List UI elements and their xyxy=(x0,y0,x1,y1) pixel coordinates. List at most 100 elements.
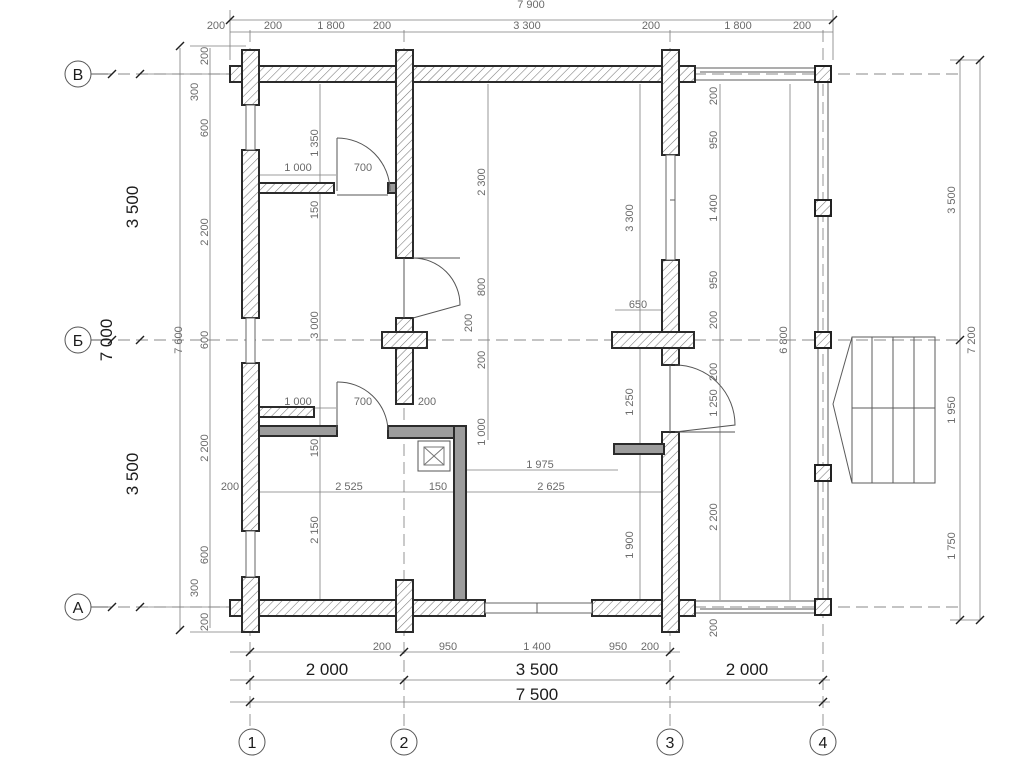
dim-left: 600 xyxy=(199,119,211,137)
dim-left: 600 xyxy=(199,546,211,564)
dim-axis-span: 3 500 xyxy=(123,453,142,496)
dim-interior: 200 xyxy=(476,351,488,369)
dim-top: 200 xyxy=(264,20,282,32)
dim-left: 200 xyxy=(199,47,211,65)
dim-left: 600 xyxy=(199,331,211,349)
dim-left: 300 xyxy=(189,83,201,101)
dim-interior: 1 900 xyxy=(624,531,636,559)
dim-left: 2 200 xyxy=(199,218,211,246)
dim-right: 2 200 xyxy=(708,503,720,531)
dim-interior: 2 525 xyxy=(335,481,363,493)
dim-interior: 700 xyxy=(354,162,372,174)
dim-interior: 800 xyxy=(476,278,488,296)
dim-interior: 650 xyxy=(629,299,647,311)
walls xyxy=(229,49,696,633)
post-top xyxy=(814,65,832,83)
dim-interior: 1 975 xyxy=(526,459,554,471)
dim-right: 200 xyxy=(708,311,720,329)
dim-right-overall: 7 200 xyxy=(966,326,978,354)
partitions xyxy=(258,182,665,601)
dim-interior: 150 xyxy=(309,439,321,457)
dim-right: 200 xyxy=(708,363,720,381)
dim-right: 1 750 xyxy=(946,532,958,560)
dim-axis-span: 3 500 xyxy=(123,186,142,229)
dim-axis-span: 3 500 xyxy=(516,660,559,679)
post-bottom xyxy=(814,598,832,616)
dim-bottom: 200 xyxy=(373,641,391,653)
dim-top: 200 xyxy=(207,20,225,32)
dim-bottom: 950 xyxy=(609,641,627,653)
terrace xyxy=(674,65,832,616)
dim-axis-span: 2 000 xyxy=(726,660,769,679)
col-axis-3: 3 xyxy=(656,728,684,756)
col-axis-2: 2 xyxy=(390,728,418,756)
dim-right-inner: 6 800 xyxy=(778,326,790,354)
right-dimensions: 7 200 3 500 1 950 1 750 6 800 200 950 1 … xyxy=(708,87,978,637)
dim-outer: 7 600 xyxy=(173,326,185,354)
dim-interior: 1 250 xyxy=(624,388,636,416)
stairs xyxy=(832,336,936,484)
dim-right: 950 xyxy=(708,271,720,289)
row-axis-б: Б xyxy=(64,326,92,354)
bottom-dimensions: 200 950 1 400 950 200 2 000 3 500 2 000 … xyxy=(306,641,769,704)
axis-label: 4 xyxy=(819,735,828,752)
col-axis-4: 4 xyxy=(809,728,837,756)
dim-overall: 7 000 xyxy=(97,319,116,362)
dim-left: 2 200 xyxy=(199,434,211,462)
dim-interior: 700 xyxy=(354,396,372,408)
dim-interior: 200 xyxy=(418,396,436,408)
axis-label: А xyxy=(73,600,84,617)
interior-dimensions: 1 350 1 000 700 150 2 300 3 300 800 200 … xyxy=(221,129,647,559)
col-axis-1: 1 xyxy=(238,728,266,756)
dim-interior: 1 000 xyxy=(284,396,312,408)
dim-top-overall: 7 900 xyxy=(517,0,545,11)
axis-label: 1 xyxy=(248,735,257,752)
dim-right: 1 950 xyxy=(946,396,958,424)
top-dimensions: 7 900 200 200 1 800 200 3 300 200 1 800 … xyxy=(207,0,811,32)
post-upper xyxy=(814,199,832,217)
dim-interior: 2 625 xyxy=(537,481,565,493)
dim-right: 1 250 xyxy=(708,389,720,417)
dim-interior: 150 xyxy=(429,481,447,493)
post-lower xyxy=(814,464,832,482)
dim-right: 1 400 xyxy=(708,194,720,222)
dim-bottom: 950 xyxy=(439,641,457,653)
dim-top: 1 800 xyxy=(317,20,345,32)
dim-axis-span: 2 000 xyxy=(306,660,349,679)
dim-interior: 3 300 xyxy=(624,204,636,232)
dim-bottom: 200 xyxy=(641,641,659,653)
dim-bottom: 1 400 xyxy=(523,641,551,653)
axis-grid xyxy=(100,30,960,728)
dim-right: 3 500 xyxy=(946,186,958,214)
dim-interior: 150 xyxy=(309,201,321,219)
dim-left: 300 xyxy=(189,579,201,597)
dim-right: 950 xyxy=(708,131,720,149)
dim-left: 200 xyxy=(199,613,211,631)
extension-lines xyxy=(140,10,981,703)
dimension-ticks xyxy=(107,15,985,707)
dim-interior: 3 000 xyxy=(309,311,321,339)
doors xyxy=(336,137,736,472)
axis-label: Б xyxy=(73,333,84,350)
dim-overall: 7 500 xyxy=(516,685,559,704)
dim-interior: 200 xyxy=(221,481,239,493)
row-axis-a: А xyxy=(64,593,92,621)
dim-interior: 200 xyxy=(463,314,475,332)
axis-label: В xyxy=(73,67,84,84)
dim-interior: 1 000 xyxy=(476,418,488,446)
dim-right: 200 xyxy=(708,87,720,105)
post-middle xyxy=(814,331,832,349)
axis-label: 2 xyxy=(400,735,409,752)
dim-top: 3 300 xyxy=(513,20,541,32)
dim-interior: 1 350 xyxy=(309,129,321,157)
dim-interior: 2 300 xyxy=(476,168,488,196)
dim-interior: 2 150 xyxy=(309,516,321,544)
dim-top: 200 xyxy=(642,20,660,32)
windows xyxy=(245,104,676,614)
left-dimensions: 3 500 3 500 7 000 7 600 200 300 600 2 20… xyxy=(97,47,211,631)
dim-right: 200 xyxy=(708,619,720,637)
row-axis-b: В xyxy=(64,60,92,88)
dim-interior: 1 000 xyxy=(284,162,312,174)
axis-label: 3 xyxy=(666,735,675,752)
